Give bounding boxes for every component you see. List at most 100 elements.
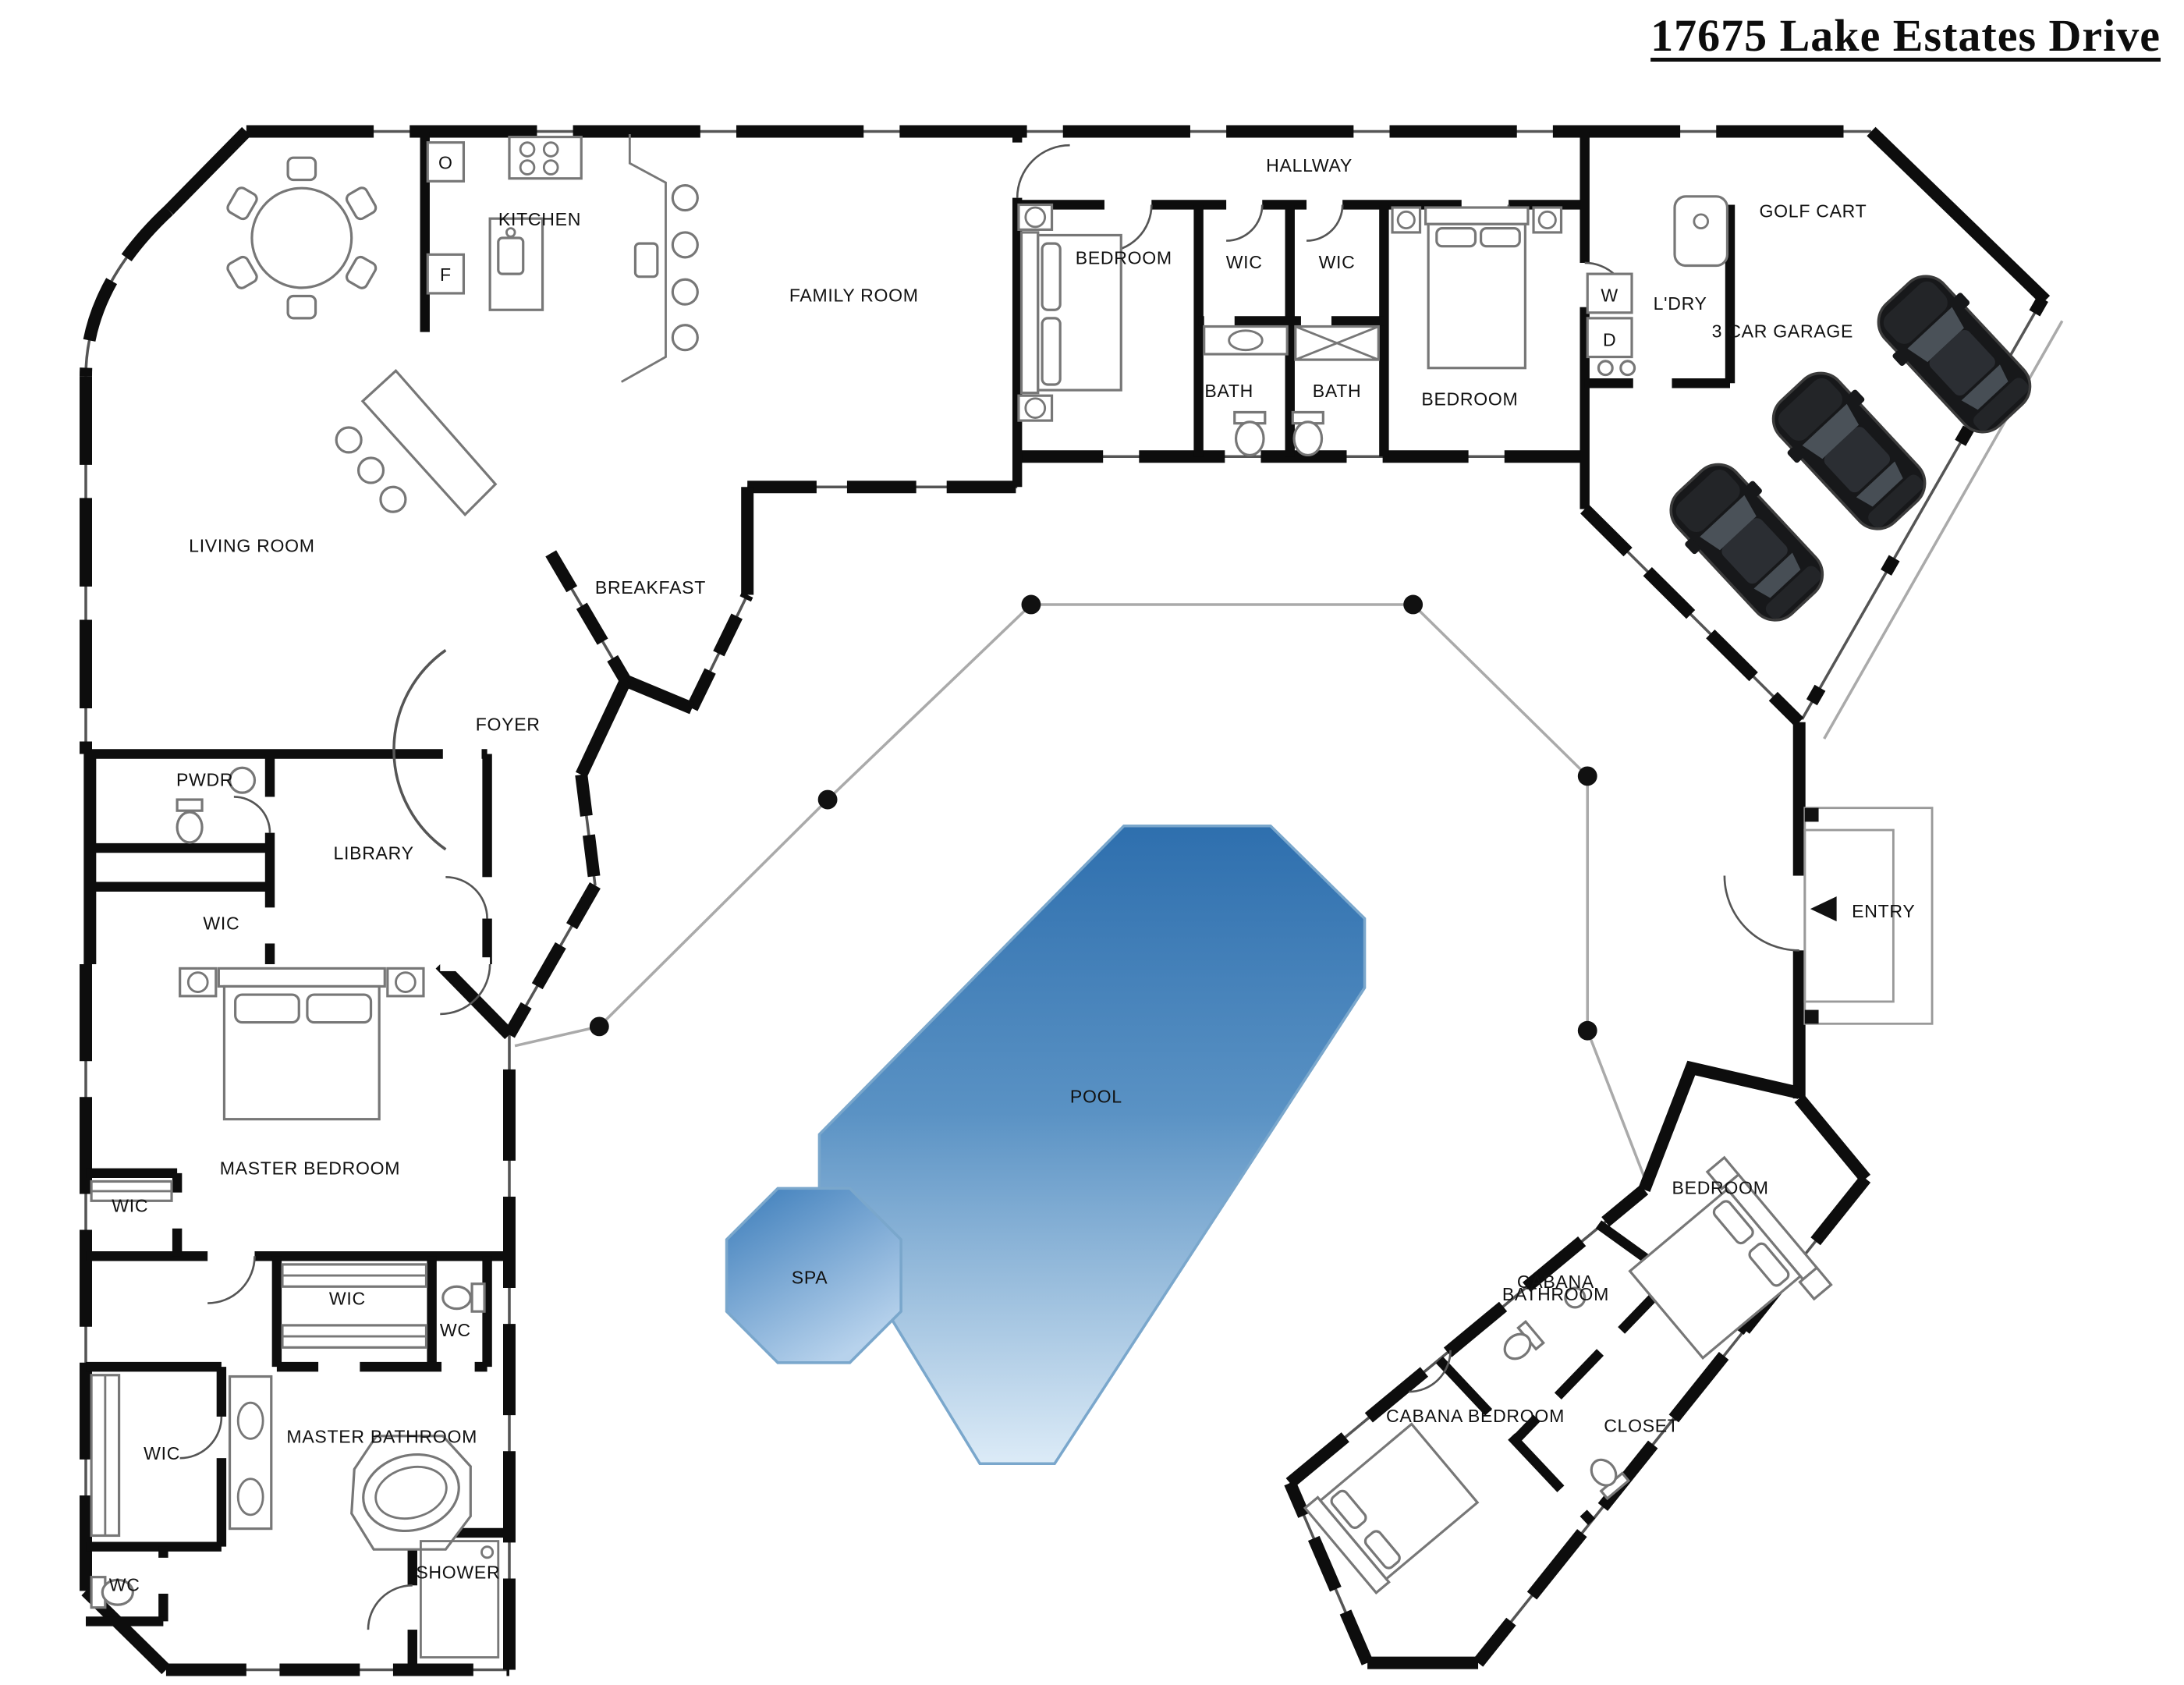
label-master-bedroom: MASTER BEDROOM <box>220 1158 401 1179</box>
toilet <box>1292 420 1324 457</box>
label-wic-1: WIC <box>1226 252 1263 272</box>
vanity <box>228 1375 273 1531</box>
patio-columns <box>589 594 1597 1041</box>
bathtub <box>362 1453 460 1533</box>
bed <box>1318 1422 1480 1581</box>
label-bath-2: BATH <box>1313 381 1362 401</box>
label-cabana-bathroom-line2: BATHROOM <box>1502 1284 1609 1304</box>
toilet <box>441 1285 472 1311</box>
label-cabana-bathroom-line1: CABANA <box>1517 1272 1594 1292</box>
bedroom1-furniture <box>1017 203 1122 422</box>
toilet <box>176 811 204 844</box>
bed-headboard <box>1019 231 1040 395</box>
angled-bar <box>360 368 498 517</box>
label-family-room: FAMILY ROOM <box>789 286 919 306</box>
column-dot <box>589 1016 609 1037</box>
sink <box>236 1477 264 1516</box>
toilet-tank <box>176 798 204 812</box>
entry-porch <box>1803 807 1934 1025</box>
bed <box>1427 222 1526 370</box>
label-wic-library: WIC <box>203 913 239 934</box>
label-wic-2: WIC <box>1319 252 1356 272</box>
label-foyer: FOYER <box>476 714 541 734</box>
bath2-fixtures <box>1291 325 1380 457</box>
label-garage: 3 CAR GARAGE <box>1712 321 1853 342</box>
pool-shape <box>817 824 1367 1466</box>
sink <box>236 1401 264 1440</box>
label-breakfast: BREAKFAST <box>595 577 706 598</box>
pillow <box>1480 227 1521 248</box>
label-spa: SPA <box>792 1268 828 1288</box>
label-bedroom-2: BEDROOM <box>1421 389 1518 410</box>
label-washer: W <box>1601 286 1618 306</box>
column-dot <box>1577 1020 1597 1041</box>
utility-sink <box>1673 195 1729 268</box>
dining-table <box>226 156 378 320</box>
label-oven: O <box>438 152 453 172</box>
label-wic-master-2: WIC <box>329 1288 366 1308</box>
sink <box>228 766 257 794</box>
plan-title: 17675 Lake Estates Drive <box>1650 10 2161 61</box>
dryer-box <box>1586 317 1633 359</box>
column-dot <box>1403 594 1424 615</box>
kitchen-counter <box>621 134 667 383</box>
pillow <box>1748 1242 1790 1287</box>
label-golf-cart: GOLF CART <box>1760 200 1867 221</box>
nightstand <box>1017 203 1054 231</box>
nightstand <box>1705 1155 1741 1191</box>
label-bedroom-1: BEDROOM <box>1076 248 1172 268</box>
pool-area <box>725 824 1367 1466</box>
toilet <box>1590 1458 1618 1487</box>
entry-arrow-icon <box>1810 896 1837 922</box>
label-entry: ENTRY <box>1852 901 1915 921</box>
column-dot <box>817 789 838 810</box>
label-master-bathroom: MASTER BATHROOM <box>286 1427 477 1447</box>
bar-stool <box>671 324 699 352</box>
label-fridge: F <box>440 264 452 285</box>
column-dot <box>1021 594 1041 615</box>
pillow <box>1435 227 1477 248</box>
bath1-fixtures <box>1203 325 1289 457</box>
label-pool: POOL <box>1070 1086 1122 1106</box>
label-library: LIBRARY <box>333 842 413 863</box>
pillow <box>306 993 373 1024</box>
label-dryer: D <box>1603 329 1616 349</box>
label-bath-1: BATH <box>1204 381 1253 401</box>
bar-stool <box>379 485 407 513</box>
sink <box>1564 1286 1587 1309</box>
pillow <box>1041 242 1062 311</box>
bedroom2-furniture <box>1391 206 1563 370</box>
island-sink <box>497 236 525 275</box>
bed-headboard <box>217 967 386 988</box>
spa-shape <box>725 1187 902 1364</box>
pillow <box>1363 1530 1401 1570</box>
bed <box>1628 1187 1803 1360</box>
room-labels: O KITCHEN F FAMILY ROOM HALLWAY BEDROOM … <box>109 152 1915 1595</box>
oven-box <box>426 141 466 183</box>
label-hallway: HALLWAY <box>1266 155 1353 176</box>
cabana-furniture <box>1303 1155 1833 1595</box>
label-bedroom-cabana-wing: BEDROOM <box>1672 1177 1769 1197</box>
bed-headboard <box>1424 206 1530 225</box>
label-cabana-bedroom: CABANA BEDROOM <box>1386 1406 1565 1426</box>
sink <box>1228 329 1264 352</box>
foyer-curved-wall <box>392 649 447 851</box>
pillow <box>1041 317 1062 386</box>
bar-stool <box>356 456 385 484</box>
pillow <box>1712 1200 1754 1245</box>
bar-stool <box>335 426 363 454</box>
pillow <box>234 993 300 1024</box>
laundry-fixtures <box>1586 195 1729 377</box>
toilet <box>1503 1332 1532 1360</box>
toilet-tank <box>470 1282 486 1313</box>
washer-box <box>1586 272 1633 314</box>
kitchen-fixtures <box>335 134 699 517</box>
fridge-box <box>426 253 466 295</box>
toilet <box>1234 420 1265 457</box>
label-wc-master: WC <box>440 1320 471 1340</box>
bar-stool <box>671 278 699 306</box>
toilet <box>101 1578 134 1606</box>
column-dot <box>1577 766 1597 786</box>
bar-stool <box>671 231 699 259</box>
